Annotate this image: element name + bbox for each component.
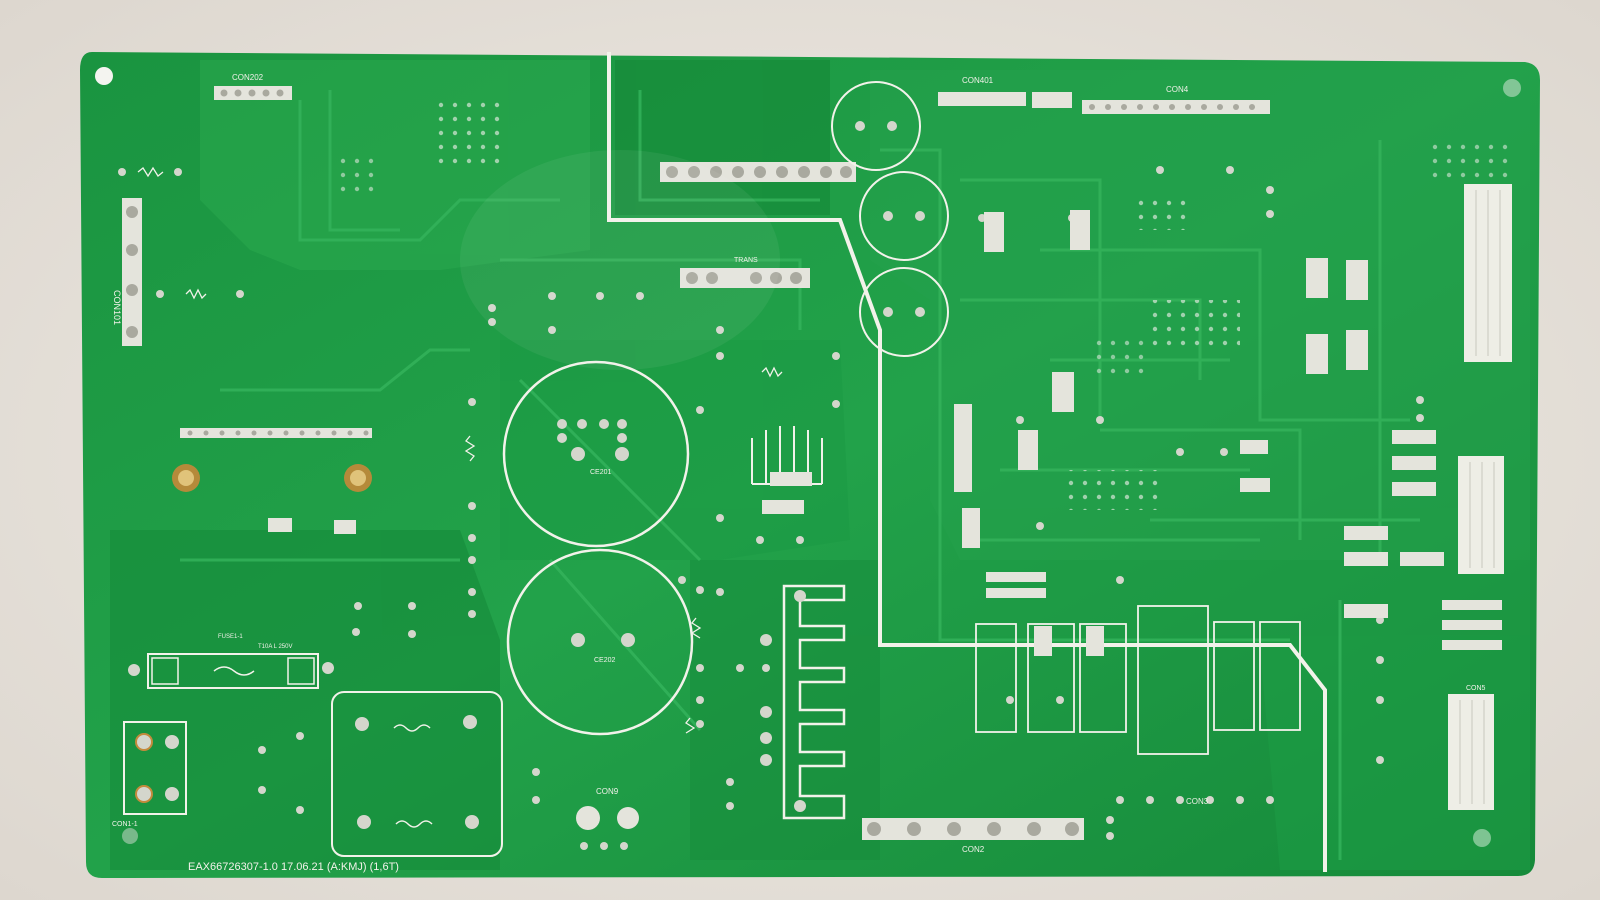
con9-label: CON9 [596,787,619,796]
transistor [770,472,812,486]
small-connector [268,518,292,532]
fuse-label: FUSE1-1 [218,634,243,640]
transformer-header [680,268,810,288]
con2-label: CON2 [962,845,985,854]
capacitor-pads [855,121,925,317]
con4-label: CON4 [1166,85,1189,94]
con5-connector [1448,694,1494,810]
con5-label: CON5 [1466,685,1486,692]
screw-terminal [172,464,372,492]
ce201-label: CE201 [590,469,612,476]
con4-pins [1089,104,1255,110]
via-field [1430,140,1514,182]
light-glare [460,150,780,370]
capacitor-outline [859,267,949,357]
pin-header-left-pins [187,430,369,436]
ce202-label: CE202 [594,657,616,664]
small-connector [1086,626,1104,656]
capacitor-outline [831,81,921,171]
con202-connector [214,86,292,100]
con3-label: CON3 [1186,797,1209,806]
con401-connector [938,92,1026,106]
board-part-number: EAX66726307-1.0 17.06.21 (A:KMJ) (1,6T) [188,861,399,873]
small-white-components [954,210,1502,650]
con202-label: CON202 [232,73,264,82]
con1-label: CON1-1 [112,821,138,828]
heatsink-zigzag [782,584,846,820]
solder-pads [118,166,1424,840]
transformer-label: TRANS [734,257,758,264]
con2-connector [862,818,1084,840]
ce201-outline [502,360,690,548]
relay-outlines [975,605,1301,755]
pin-header-top [660,162,856,182]
mounting-hole [95,67,113,85]
zigzag-pads [760,590,806,812]
via-field [340,150,382,192]
via-field [1060,470,1160,510]
con101-label: CON101 [112,290,122,325]
capacitor-outline [859,171,949,261]
ce202-outline [506,548,694,736]
via-field [430,100,500,170]
small-connector [334,520,356,534]
circuit-board: CON101 CON202 CON401 CON4 [80,52,1540,878]
con9-connector [576,806,639,850]
inductor-outline [331,691,503,857]
via-field [1090,340,1146,382]
resistor-symbols [137,166,783,734]
fuse-rating: T10A L 250V [258,644,292,650]
small-connector [1032,92,1072,108]
con6-connector [1458,456,1504,574]
con401-label: CON401 [962,76,994,85]
con101-connector [122,198,142,346]
transistor [762,500,804,514]
con4-connector [1082,100,1270,114]
via-field [1150,300,1240,350]
isolation-line [607,52,1327,872]
con1-terminal [123,721,187,815]
small-connector [1034,626,1052,656]
fuse-holder [128,653,334,689]
via-field [1130,200,1190,230]
pin-header-left [180,428,372,438]
con7-connector [1464,184,1512,362]
big-capacitor-pads [557,419,635,647]
